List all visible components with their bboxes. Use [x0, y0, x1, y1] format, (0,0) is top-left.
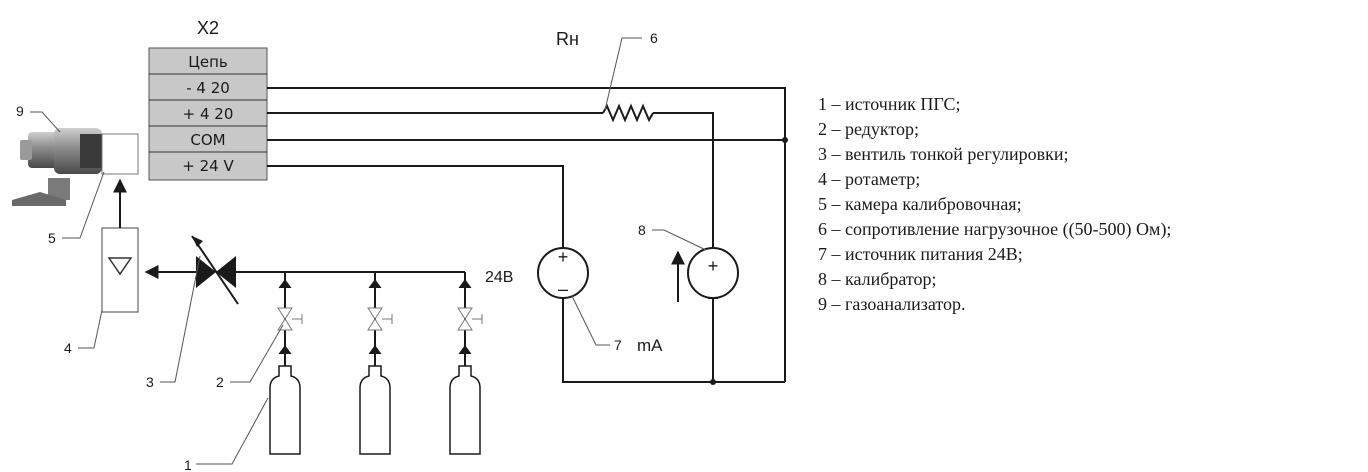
calibrator-symbol: + –	[671, 247, 739, 307]
gas-cylinder-group-1	[269, 272, 303, 455]
gas-cylinder-group-2	[359, 272, 393, 455]
callout-2: 2	[216, 374, 224, 390]
calibration-chamber-box	[101, 133, 139, 175]
legend-item-3: 3 – вентиль тонкой регулировки;	[818, 144, 1069, 164]
calibrator-plus-sign: +	[708, 256, 719, 276]
legend-item-8: 8 – калибратор;	[818, 269, 937, 289]
callout-5: 5	[48, 230, 56, 246]
fine-control-valve-symbol	[191, 235, 239, 305]
callout-leaders	[30, 37, 707, 465]
legend-item-2: 2 – редуктор;	[818, 119, 920, 139]
connector-row-circuit: Цепь	[188, 53, 228, 71]
callout-8: 8	[638, 222, 646, 238]
connector-x2-table: Цепь - 4 20 + 4 20 COM + 24 V	[148, 47, 268, 181]
connector-row-plus-24v: + 24 V	[182, 157, 234, 175]
connector-row-minus-4-20: - 4 20	[186, 79, 230, 97]
supply-voltage-label: 24В	[485, 269, 513, 286]
callout-4: 4	[64, 340, 72, 356]
load-resistor-symbol	[602, 103, 654, 123]
supply-plus-sign: +	[558, 247, 569, 267]
connector-row-plus-4-20: + 4 20	[183, 105, 234, 123]
callout-6: 6	[650, 30, 658, 46]
calibrator-minus-sign: –	[708, 287, 718, 307]
legend-list: 1 – источник ПГС; 2 – редуктор; 3 – вент…	[818, 92, 1358, 317]
legend-item-9: 9 – газоанализатор.	[818, 294, 966, 314]
callout-7: 7	[614, 337, 622, 353]
load-resistor-label: Rн	[556, 29, 579, 49]
connector-row-com: COM	[190, 131, 225, 149]
legend-item-1: 1 – источник ПГС;	[818, 94, 961, 114]
calibrator-unit-label: mA	[637, 336, 663, 355]
gas-analyzer-icon	[12, 128, 102, 206]
legend-item-7: 7 – источник питания 24В;	[818, 244, 1023, 264]
callout-1: 1	[184, 457, 192, 472]
legend-item-5: 5 – камера калибровочная;	[818, 194, 1022, 214]
wiring	[267, 87, 788, 385]
supply-minus-sign: –	[558, 279, 568, 299]
power-supply-24v-symbol: + –	[537, 247, 589, 299]
callout-3: 3	[146, 374, 154, 390]
legend-item-6: 6 – сопротивление нагрузочное ((50-500) …	[818, 219, 1172, 239]
connector-title: X2	[197, 18, 219, 38]
callout-9: 9	[16, 103, 24, 119]
legend-item-4: 4 – ротаметр;	[818, 169, 921, 189]
gas-cylinder-group-3	[449, 272, 483, 455]
rotameter-symbol	[101, 227, 139, 313]
